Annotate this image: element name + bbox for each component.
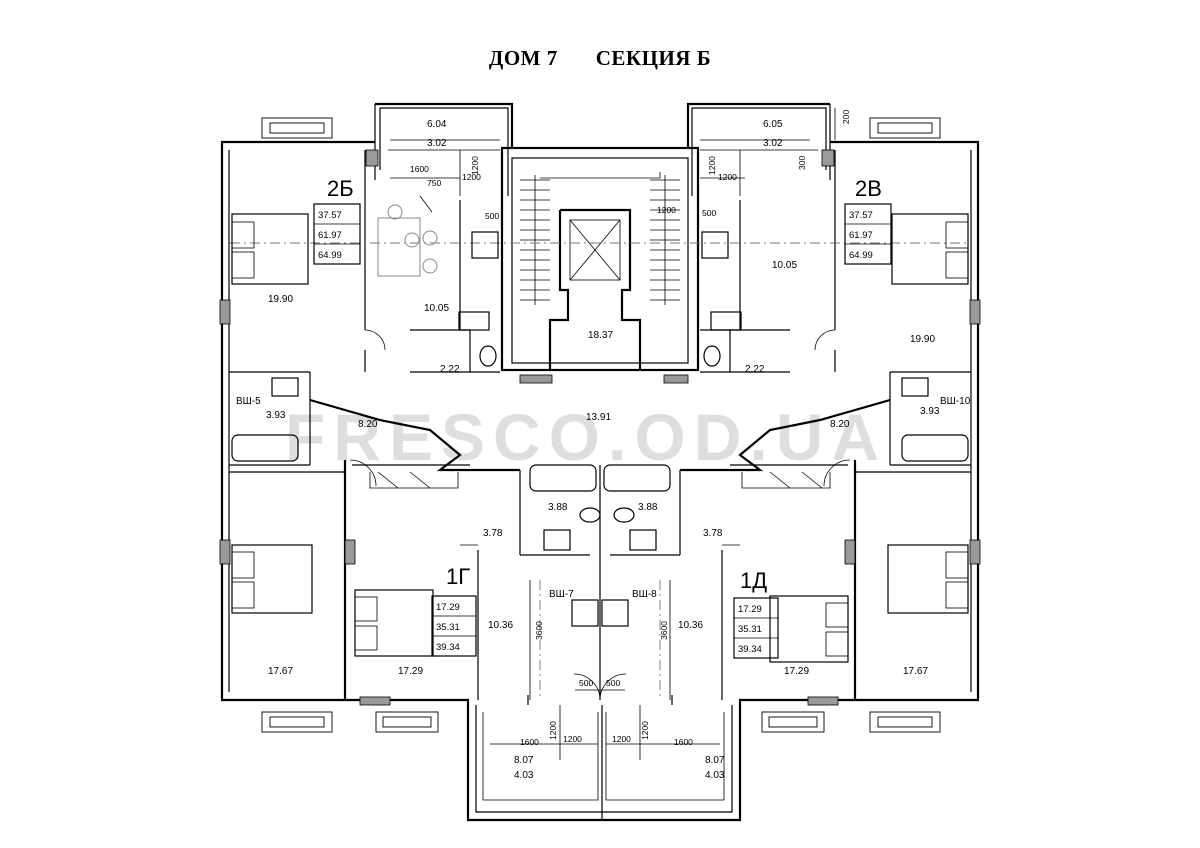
- room-area: 3.02: [427, 138, 447, 149]
- dim-label: 500: [579, 678, 593, 688]
- room-area: 10.05: [772, 260, 797, 271]
- watermark: FRESCO.OD.UA: [285, 400, 887, 474]
- area-with-balcony: 39.34: [436, 642, 460, 653]
- room-areas: 6.04 3.02 6.05 3.02 19.90 19.90 10.05 10…: [266, 119, 940, 781]
- room-area: 6.04: [427, 119, 447, 130]
- room-area: 8.20: [830, 419, 850, 430]
- area-box-2b: 37.57 61.97 64.99: [313, 203, 361, 265]
- dim-label: 1200: [462, 172, 481, 182]
- dim-label: 1200: [707, 156, 717, 175]
- room-area: 17.67: [903, 666, 928, 677]
- windows: [261, 117, 941, 733]
- room-area: 10.36: [488, 620, 513, 631]
- dim-label: 300: [797, 156, 807, 170]
- apt-1d-label: 1Д: [740, 568, 767, 593]
- house-label: ДОМ 7: [488, 46, 558, 70]
- dim-label: 1600: [410, 164, 429, 174]
- room-area: 3.78: [703, 528, 723, 539]
- furniture: [231, 204, 969, 663]
- column-hatches: [219, 149, 981, 706]
- area-box-1g: 17.29 35.31 39.34: [431, 595, 477, 657]
- plan-title: ДОМ 7 СЕКЦИЯ Б: [0, 46, 1200, 71]
- room-area: 13.91: [586, 412, 611, 423]
- room-area: 17.67: [268, 666, 293, 677]
- dim-label: 500: [606, 678, 620, 688]
- room-area: 3.88: [548, 502, 568, 513]
- area-box-2v: 37.57 61.97 64.99: [844, 203, 892, 265]
- dimension-lines: [390, 108, 836, 760]
- dim-label: 1200: [612, 734, 631, 744]
- room-area: 3.02: [763, 138, 783, 149]
- room-area: 19.90: [268, 294, 293, 305]
- room-area: 6.05: [763, 119, 783, 130]
- dim-label: 1200: [640, 721, 650, 740]
- section-label: СЕКЦИЯ Б: [595, 46, 712, 70]
- shaft-labels: ВШ-5 ВШ-10 ВШ-7 ВШ-8: [236, 396, 971, 600]
- dim-label: 1200: [563, 734, 582, 744]
- room-area: 17.29: [784, 666, 809, 677]
- dim-label: 1200: [548, 721, 558, 740]
- dim-label: 750: [427, 178, 441, 188]
- room-area: 18.37: [588, 330, 613, 341]
- room-area: 8.20: [358, 419, 378, 430]
- room-area: 3.93: [920, 406, 940, 417]
- room-area: 4.03: [514, 770, 534, 781]
- shaft-label: ВШ-5: [236, 396, 261, 407]
- dim-label: 500: [702, 208, 716, 218]
- room-area: 2.22: [440, 364, 460, 375]
- dim-label: 1200: [718, 172, 737, 182]
- dim-label: 1200: [470, 156, 480, 175]
- area-living: 17.29: [436, 602, 460, 613]
- shaft-label: ВШ-8: [632, 589, 657, 600]
- room-area: 19.90: [910, 334, 935, 345]
- room-area: 4.03: [705, 770, 725, 781]
- area-total: 61.97: [849, 230, 873, 241]
- room-area: 8.07: [705, 755, 725, 766]
- room-area: 17.29: [398, 666, 423, 677]
- dim-label: 3600: [659, 621, 669, 640]
- doors: [349, 195, 851, 701]
- room-area: 3.88: [638, 502, 658, 513]
- stair-core: [500, 146, 700, 372]
- room-area: 2.22: [745, 364, 765, 375]
- dim-label: 1600: [674, 737, 693, 747]
- room-area: 3.93: [266, 410, 286, 421]
- interior-walls: [229, 150, 971, 705]
- area-total: 61.97: [318, 230, 342, 241]
- area-total: 35.31: [738, 624, 762, 635]
- area-with-balcony: 64.99: [849, 250, 873, 261]
- room-area: 10.05: [424, 303, 449, 314]
- area-total: 35.31: [436, 622, 460, 633]
- room-area: 8.07: [514, 755, 534, 766]
- dim-label: 200: [841, 110, 851, 124]
- shaft-label: ВШ-10: [940, 396, 971, 407]
- apt-2b-label: 2Б: [327, 176, 354, 201]
- apt-1g-label: 1Г: [446, 564, 470, 589]
- area-living: 17.29: [738, 604, 762, 615]
- area-living: 37.57: [318, 210, 342, 221]
- room-area: 3.78: [483, 528, 503, 539]
- dimension-labels: 1600 750 1200 1200 1200 1200 200 300 500…: [410, 110, 851, 747]
- dim-label: 3600: [534, 621, 544, 640]
- balconies: [379, 107, 827, 801]
- area-living: 37.57: [849, 210, 873, 221]
- area-with-balcony: 64.99: [318, 250, 342, 261]
- area-with-balcony: 39.34: [738, 644, 762, 655]
- dim-label: 1600: [520, 737, 539, 747]
- shaft-label: ВШ-7: [549, 589, 574, 600]
- apt-2v-label: 2В: [855, 176, 882, 201]
- dim-label: 500: [485, 211, 499, 221]
- room-area: 10.36: [678, 620, 703, 631]
- axis-lines: [230, 242, 970, 700]
- area-box-1d: 17.29 35.31 39.34: [733, 597, 779, 659]
- dim-label: 1200: [657, 205, 676, 215]
- outer-walls: [220, 102, 980, 822]
